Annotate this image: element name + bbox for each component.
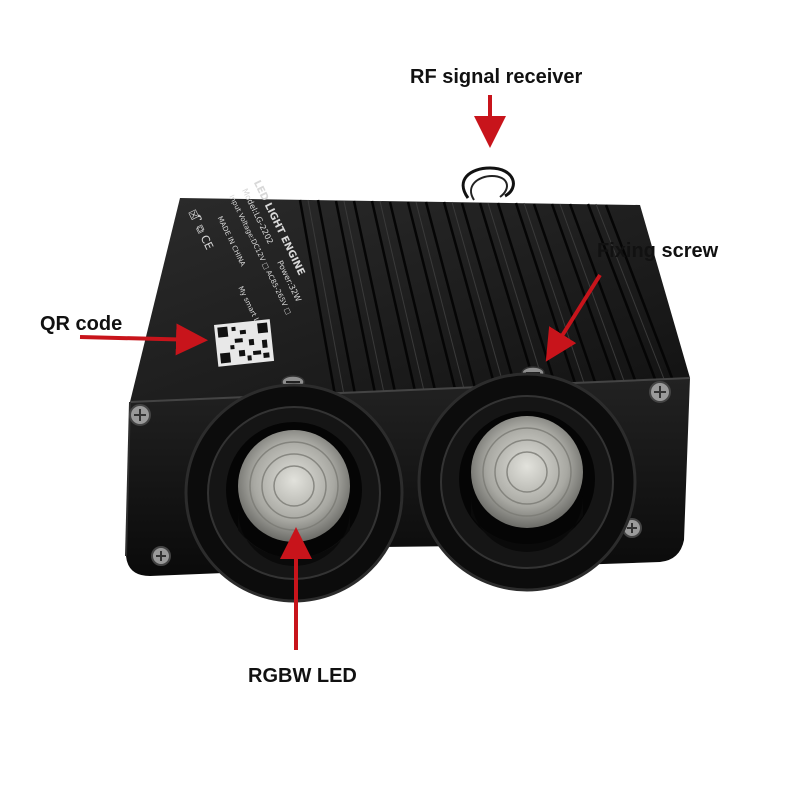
heat-sink-fins xyxy=(298,199,674,396)
callout-arrows xyxy=(79,95,602,650)
rf-antenna-wire xyxy=(461,166,515,199)
qr-code-arrow xyxy=(79,323,208,356)
rf-signal-receiver-label: RF signal receiver xyxy=(410,66,583,88)
left-rgbw-led xyxy=(238,430,350,542)
fixing-screw-arrow xyxy=(545,273,602,362)
right-lens-assembly xyxy=(417,372,637,592)
right-rgbw-led xyxy=(471,416,583,528)
rgbw-led-label: RGBW LED xyxy=(248,665,357,687)
qr-code xyxy=(214,319,275,367)
corner-screws xyxy=(129,381,671,566)
qr-code-label: QR code xyxy=(40,313,123,335)
fixing-screw-label: Fixing screw xyxy=(597,240,719,262)
left-lens-assembly xyxy=(184,383,404,603)
